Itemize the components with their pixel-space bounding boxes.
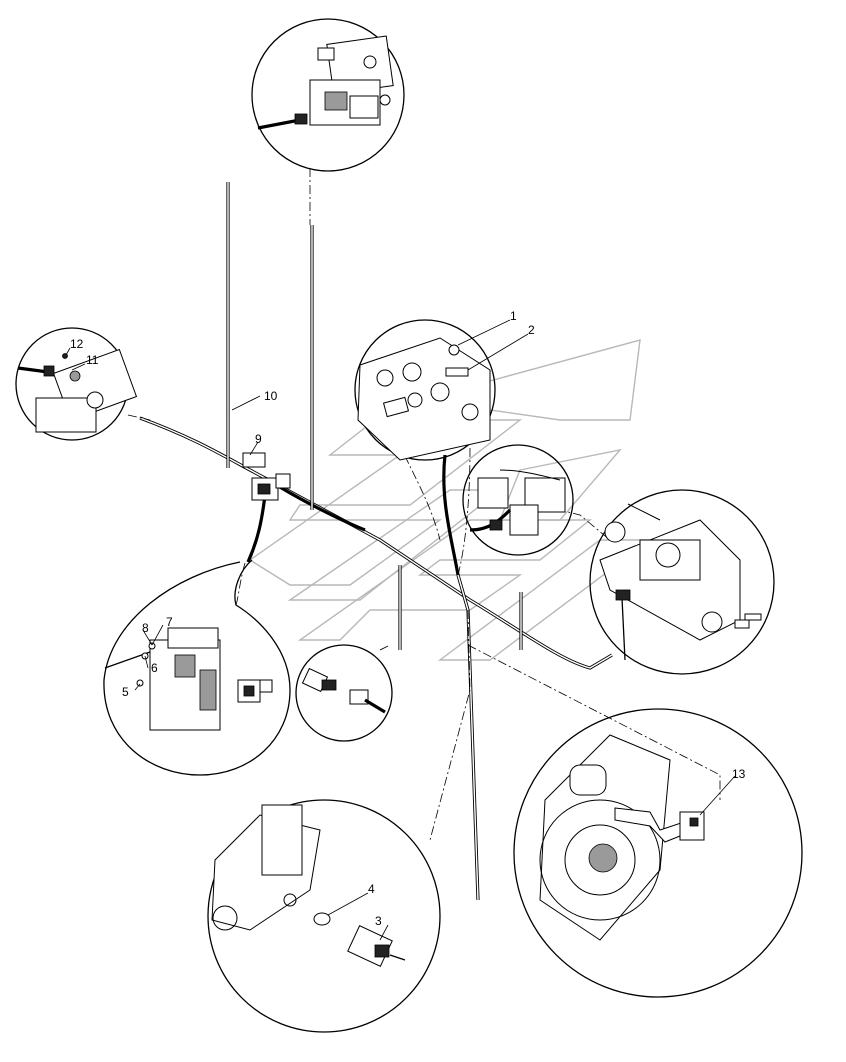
callout-4: 4 — [368, 882, 375, 896]
callout-3: 3 — [375, 914, 382, 928]
callout-10: 10 — [264, 389, 278, 403]
callout-leaders — [65, 319, 736, 941]
leader-lines — [127, 168, 721, 841]
callout-6: 6 — [151, 661, 158, 675]
callout-5: 5 — [122, 685, 129, 699]
detail-view-top-pump — [251, 18, 405, 172]
callout-13: 13 — [732, 767, 746, 781]
callout-8: 8 — [142, 621, 149, 635]
detail-view-sensor-mount — [207, 799, 441, 1033]
detail-view-plug — [295, 644, 393, 742]
detail-view-control-unit — [103, 559, 291, 776]
callout-7: 7 — [166, 615, 173, 629]
callout-12: 12 — [70, 337, 84, 351]
callout-2: 2 — [528, 323, 535, 337]
detail-view-left-valve — [15, 327, 138, 441]
callout-1: 1 — [510, 309, 517, 323]
callout-labels: 1 2 3 4 5 6 7 8 9 10 11 12 13 — [70, 309, 746, 928]
detail-view-flywheel-bracket — [513, 708, 803, 998]
detail-view-sensor-connector — [462, 444, 574, 556]
watermark-logo — [248, 339, 653, 661]
callout-9: 9 — [255, 432, 262, 446]
callout-11: 11 — [86, 353, 99, 367]
detail-view-fuel-rail — [589, 489, 775, 675]
detail-view-cylinder-head — [354, 319, 496, 461]
